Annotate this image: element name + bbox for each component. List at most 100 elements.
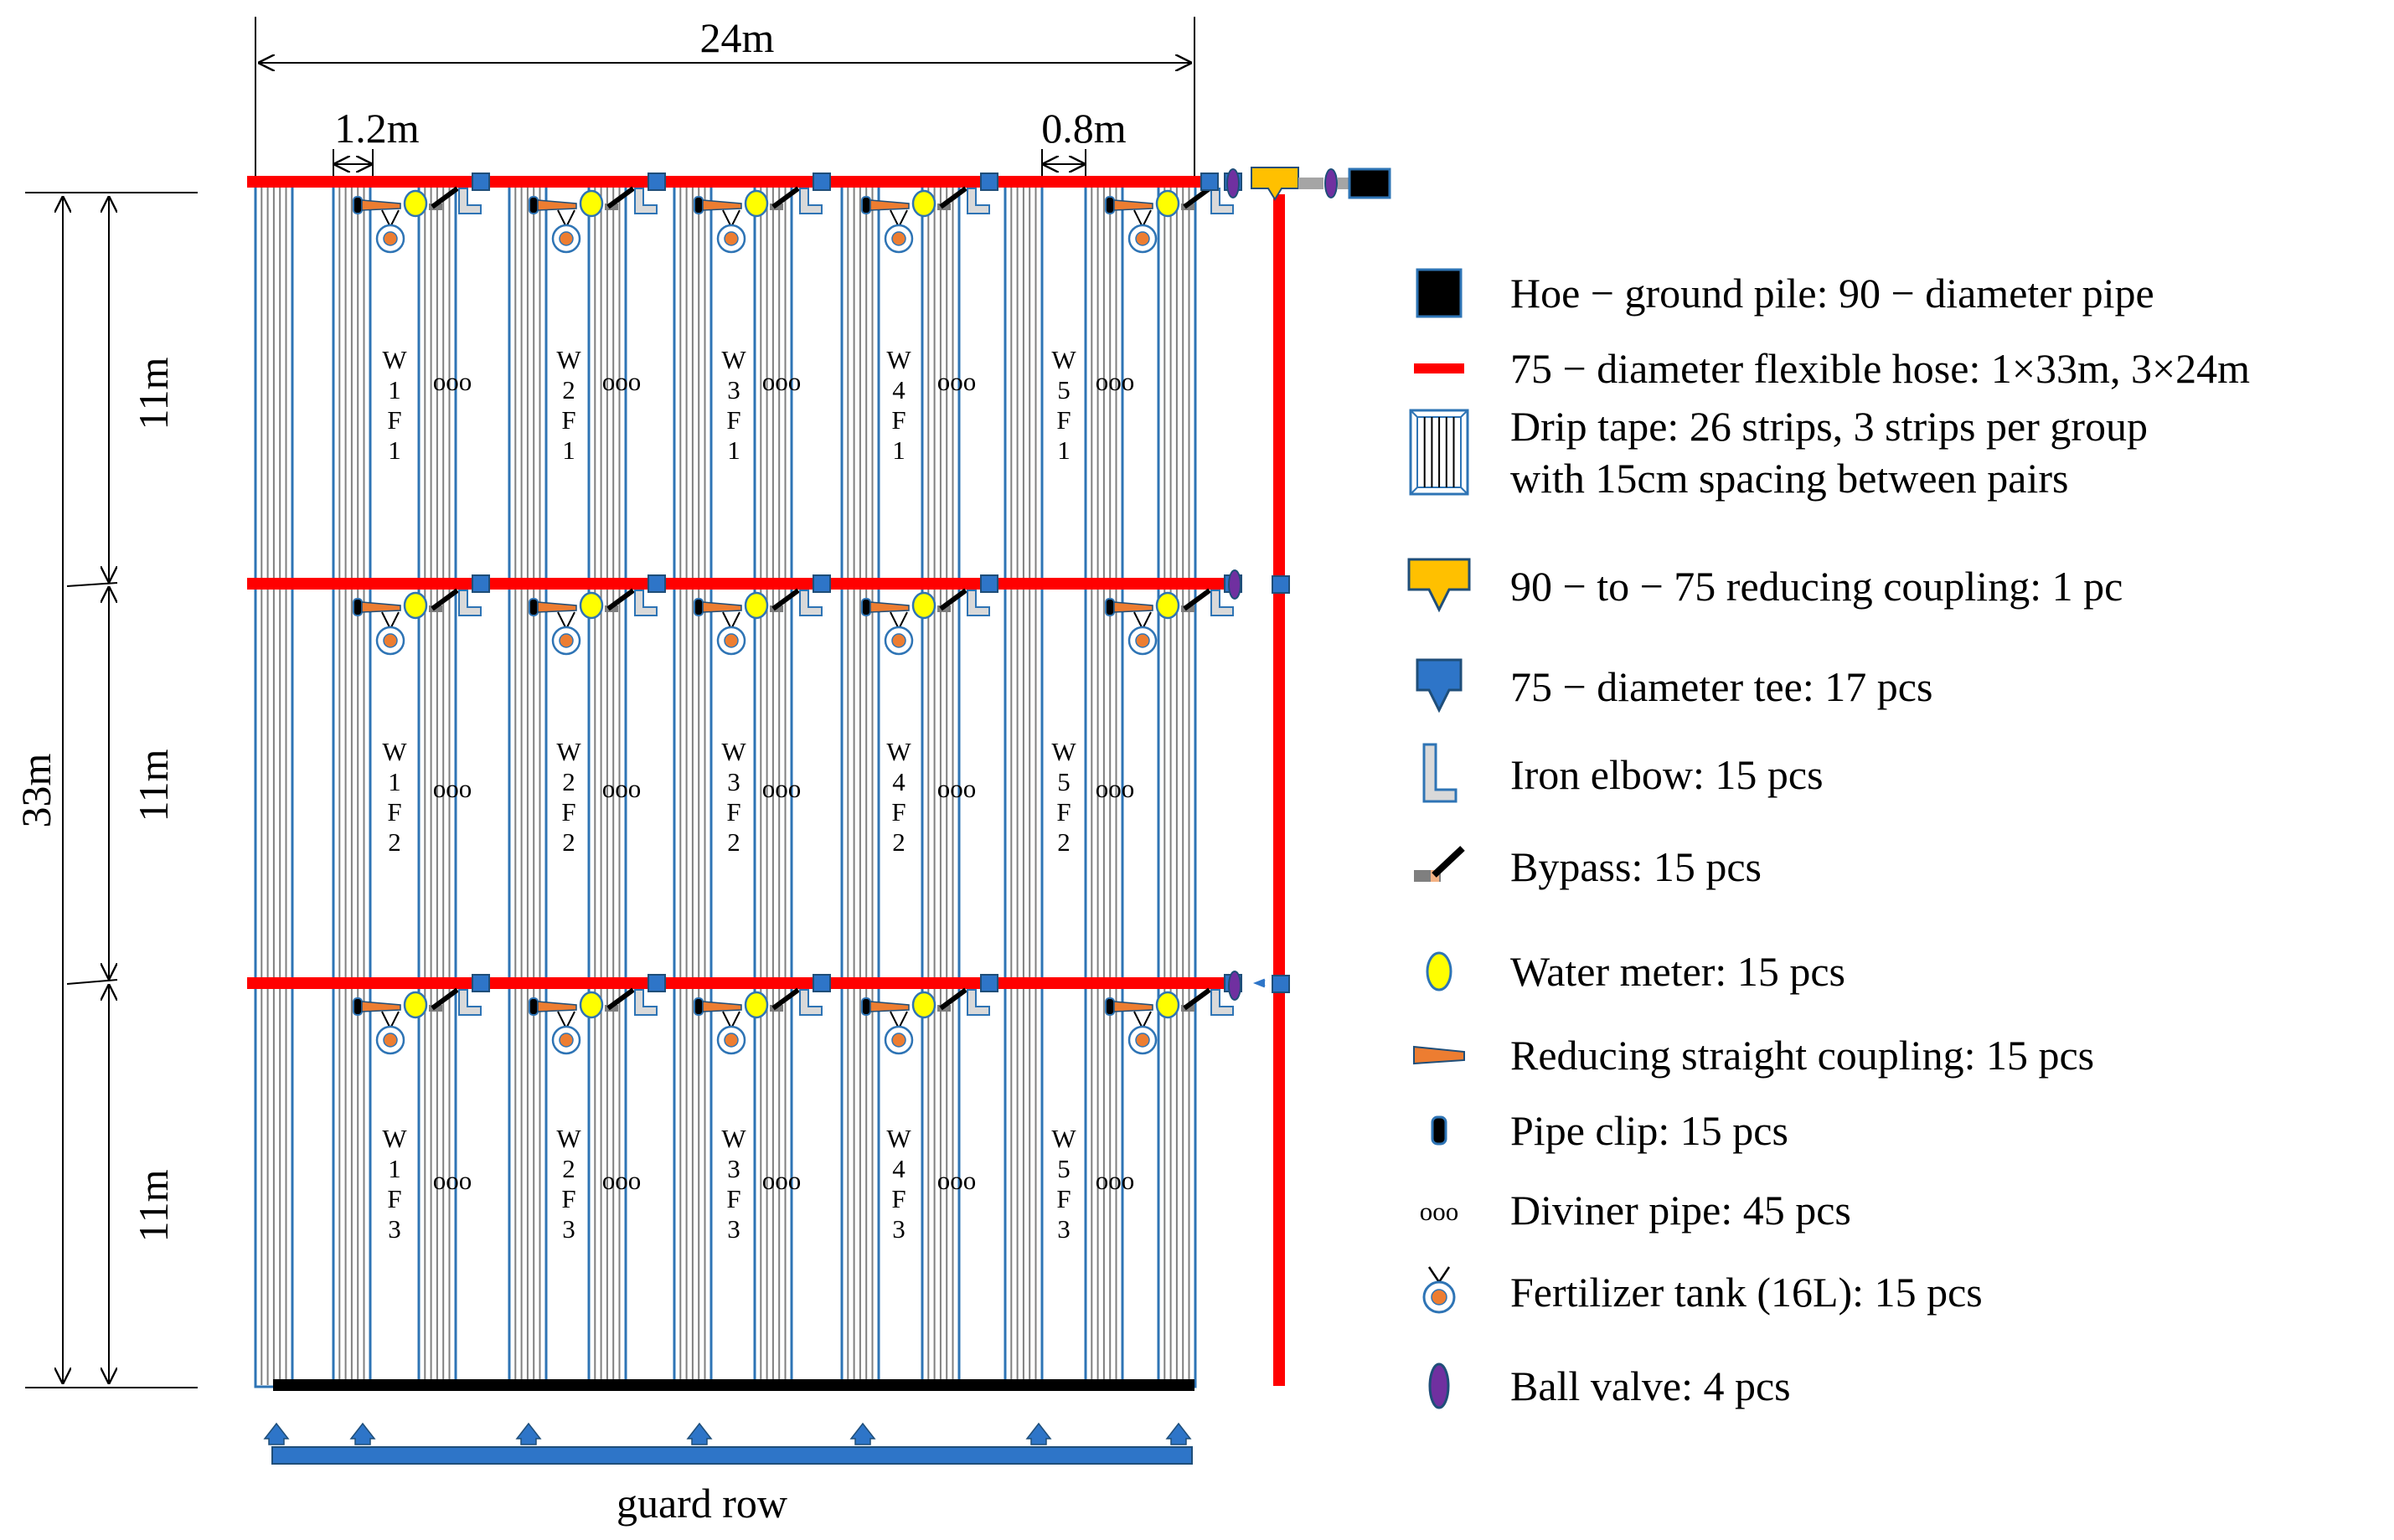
dimension-tape-spacing-label: 1.2m — [334, 105, 420, 152]
elbow-icon — [634, 590, 658, 616]
bypass-icon — [431, 987, 459, 1011]
pipe-clip-icon — [861, 598, 871, 616]
diviner-pipe-icon: ooo — [433, 774, 472, 803]
tee-icon — [980, 574, 998, 593]
plot-fitting-set — [694, 974, 831, 1055]
pipe-clip-icon — [529, 196, 539, 214]
ball-valve-icon — [1226, 168, 1240, 198]
guard-row-arrow-icon — [1025, 1422, 1052, 1445]
legend-label: Hoe − ground pile: 90 − diameter pipe — [1510, 270, 2154, 317]
ball-valve-icon — [1228, 569, 1241, 600]
diviner-pipe-icon: ooo — [1096, 367, 1135, 396]
plot-fitting-set — [353, 574, 490, 656]
guard-row-label: guard row — [617, 1480, 787, 1527]
drip-tape-group — [1004, 184, 1044, 1388]
plot-fitting-set — [694, 173, 831, 254]
drip-tape-icon — [1409, 409, 1469, 496]
bypass-icon — [431, 588, 459, 611]
elbow-icon — [458, 590, 482, 616]
drip-tape-group — [508, 184, 548, 1388]
legend-label: Ball valve: 4 pcs — [1510, 1362, 1791, 1409]
dimension-segment-2-label: 11m — [130, 749, 177, 822]
straight-coupling-icon — [869, 601, 910, 613]
straight-coupling-icon — [702, 199, 742, 211]
main-inlet-fittings — [1200, 167, 1391, 1001]
plot-fitting-set — [694, 574, 831, 656]
tee-icon — [648, 974, 666, 992]
pipe-clip-icon — [1431, 1115, 1447, 1146]
tee-icon — [813, 974, 831, 992]
diviner-pipe-icon: ooo — [1420, 1197, 1459, 1226]
legend-item: Drip tape: 26 strips, 3 strips per group… — [1409, 403, 2148, 502]
legend-item: Iron elbow: 15 pcs — [1422, 743, 1824, 803]
guard-row-bar — [271, 1446, 1193, 1465]
elbow-icon — [458, 989, 482, 1016]
legend-label: Fertilizer tank (16L): 15 pcs — [1510, 1269, 1983, 1316]
elbow-icon — [967, 188, 990, 214]
plot-fitting-set — [353, 173, 490, 254]
diviner-pipe-icon: ooo — [433, 1166, 472, 1195]
elbow-icon — [634, 989, 658, 1016]
bypass-icon — [1183, 588, 1211, 611]
legend-item: Water meter: 15 pcs — [1426, 948, 1845, 995]
guard-row-arrow-icon — [849, 1422, 876, 1445]
bypass-icon — [939, 186, 967, 209]
reducing-coupling-icon — [1251, 167, 1299, 201]
pipe-clip-icon — [861, 196, 871, 214]
elbow-icon — [799, 188, 823, 214]
pipe-stub — [1338, 178, 1349, 189]
bypass-icon — [771, 987, 800, 1011]
tee-icon — [1272, 975, 1290, 993]
diviner-pipe-icon: ooo — [762, 774, 802, 803]
water-meter-icon — [579, 189, 604, 218]
svg-text:ooo: ooo — [1420, 1197, 1459, 1226]
legend-label: Water meter: 15 pcs — [1510, 948, 1845, 995]
dimension-guard-spacing-label: 0.8m — [1041, 105, 1127, 152]
tee-icon — [980, 173, 998, 191]
pipe-clip-icon — [353, 997, 363, 1016]
dimension-width-label: 24m — [700, 14, 775, 61]
tee-icon — [648, 173, 666, 191]
legend: Hoe − ground pile: 90 − diameter pipe75 … — [1407, 268, 2250, 1409]
legend-item: Ball valve: 4 pcs — [1428, 1362, 1791, 1409]
ball-valve-icon — [1428, 1362, 1450, 1409]
water-meter-icon — [911, 591, 936, 620]
elbow-icon — [1210, 989, 1234, 1016]
pipe-clip-icon — [694, 196, 704, 214]
dimension-tape-spacing: 1.2m — [333, 105, 420, 178]
dimension-width: 24m — [255, 14, 1195, 176]
straight-coupling-icon — [1113, 199, 1153, 211]
legend-label: 90 − to − 75 reducing coupling: 1 pc — [1510, 563, 2123, 610]
black-square-icon — [1416, 268, 1463, 318]
diviner-pipe-icon: ooo — [1096, 1166, 1135, 1195]
diviner-pipe-icon: ooo — [762, 1166, 802, 1195]
straight-coupling-icon — [702, 601, 742, 613]
diviner-pipe-icon: ooo — [433, 367, 472, 396]
straight-coupling-icon — [537, 199, 577, 211]
straight-coupling-icon — [869, 199, 910, 211]
water-meter-icon — [744, 189, 769, 218]
bypass-icon — [1414, 846, 1465, 882]
inlet-arrow-icon — [1252, 978, 1266, 988]
plot-fitting-set — [529, 974, 666, 1055]
legend-item: Reducing straight coupling: 15 pcs — [1413, 1032, 2094, 1079]
pipe-clip-icon — [694, 598, 704, 616]
drip-tape-group — [840, 184, 880, 1388]
elbow-icon — [458, 188, 482, 214]
water-meter-icon — [403, 991, 428, 1019]
bypass-icon — [431, 186, 459, 209]
straight-coupling-icon — [869, 1001, 910, 1012]
elbow-icon — [1210, 188, 1234, 214]
drip-tape-group — [1157, 184, 1197, 1388]
drip-tape-group — [673, 184, 713, 1388]
